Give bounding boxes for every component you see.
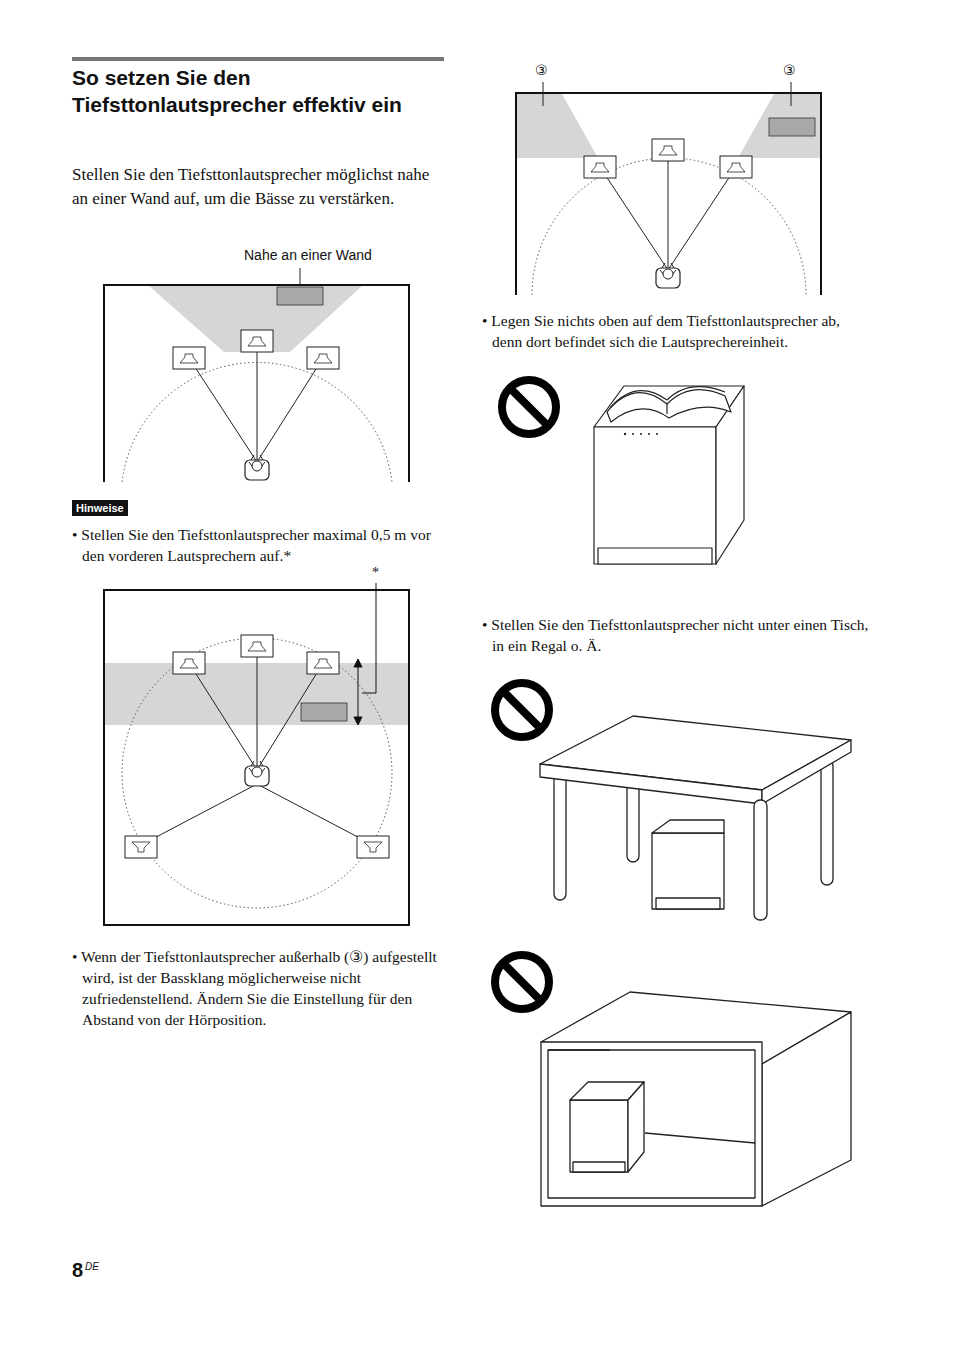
notes-badge: Hinweise: [72, 500, 128, 516]
note-text: • Legen Sie nichts oben auf dem Tiefstto…: [482, 310, 872, 352]
callout-number: ③: [535, 62, 553, 79]
note-text: • Stellen Sie den Tiefsttonlautsprecher …: [72, 524, 454, 566]
page-suffix: DE: [85, 1261, 105, 1272]
intro-text: Stellen Sie den Tiefsttonlautsprecher mö…: [72, 163, 444, 211]
note-text: • Stellen Sie den Tiefsttonlautsprecher …: [482, 614, 872, 656]
note-text: • Wenn der Tiefsttonlautsprecher außerha…: [72, 946, 454, 1030]
page-number: 8: [72, 1259, 86, 1281]
page-title: So setzen Sie den Tiefsttonlautsprecher …: [72, 64, 457, 118]
wall-label: Nahe an einer Wand: [244, 247, 424, 264]
callout-number: ③: [783, 62, 801, 79]
badge-text: Hinweise: [76, 501, 124, 515]
asterisk-mark: *: [372, 566, 384, 580]
